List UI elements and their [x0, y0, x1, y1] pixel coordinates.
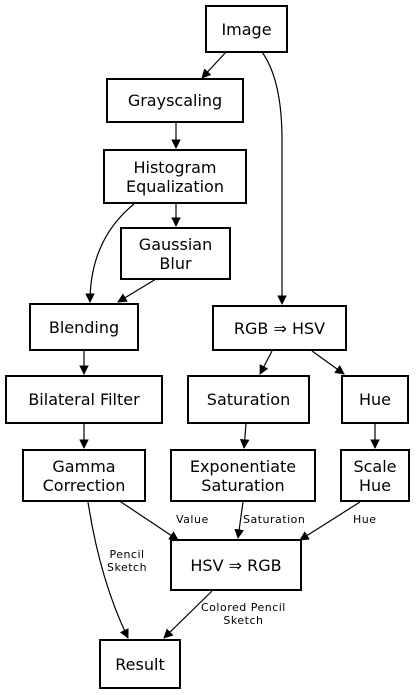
node-saturation: Saturation: [187, 375, 310, 424]
edge-label-saturation: Saturation: [243, 513, 306, 526]
node-exponentiate-saturation: Exponentiate Saturation: [170, 449, 316, 502]
node-scale-hue: Scale Hue: [340, 449, 410, 502]
node-histogram-equalization: Histogram Equalization: [103, 149, 247, 204]
edge-gamma-hsvrgb: [117, 499, 179, 541]
node-result: Result: [99, 639, 181, 689]
edge-label-hue: Hue: [353, 513, 377, 526]
edge-label-pencil-sketch: Pencil Sketch: [107, 548, 148, 574]
edge-hsvrgb-result: [163, 590, 213, 639]
node-image: Image: [205, 5, 288, 53]
edge-label-colored-pencil-sketch: Colored Pencil Sketch: [201, 601, 286, 627]
edge-rgbhsv-hue: [311, 350, 345, 375]
edge-gaussian-blending: [117, 278, 157, 303]
node-bilateral-filter: Bilateral Filter: [5, 375, 163, 424]
node-hsv-to-rgb: HSV ⇒ RGB: [170, 539, 302, 591]
node-gaussian-blur: Gaussian Blur: [120, 227, 231, 280]
edge-scalehue-hsvrgb: [299, 501, 361, 541]
edge-rgbhsv-saturation: [259, 350, 273, 375]
edge-label-value: Value: [176, 513, 209, 526]
edge-saturation-expsat: [239, 423, 250, 449]
node-blending: Blending: [29, 303, 139, 351]
edge-gamma-result: [87, 501, 129, 639]
edge-image-grayscaling: [201, 51, 227, 79]
node-grayscaling: Grayscaling: [106, 78, 244, 123]
node-rgb-to-hsv: RGB ⇒ HSV: [212, 305, 347, 351]
edge-expsat-hsvrgb: [234, 501, 244, 539]
node-gamma-correction: Gamma Correction: [22, 449, 146, 502]
edge-image-rgbhsv: [261, 51, 287, 305]
edge-histogram-blending: [85, 203, 135, 303]
node-hue: Hue: [341, 375, 409, 424]
